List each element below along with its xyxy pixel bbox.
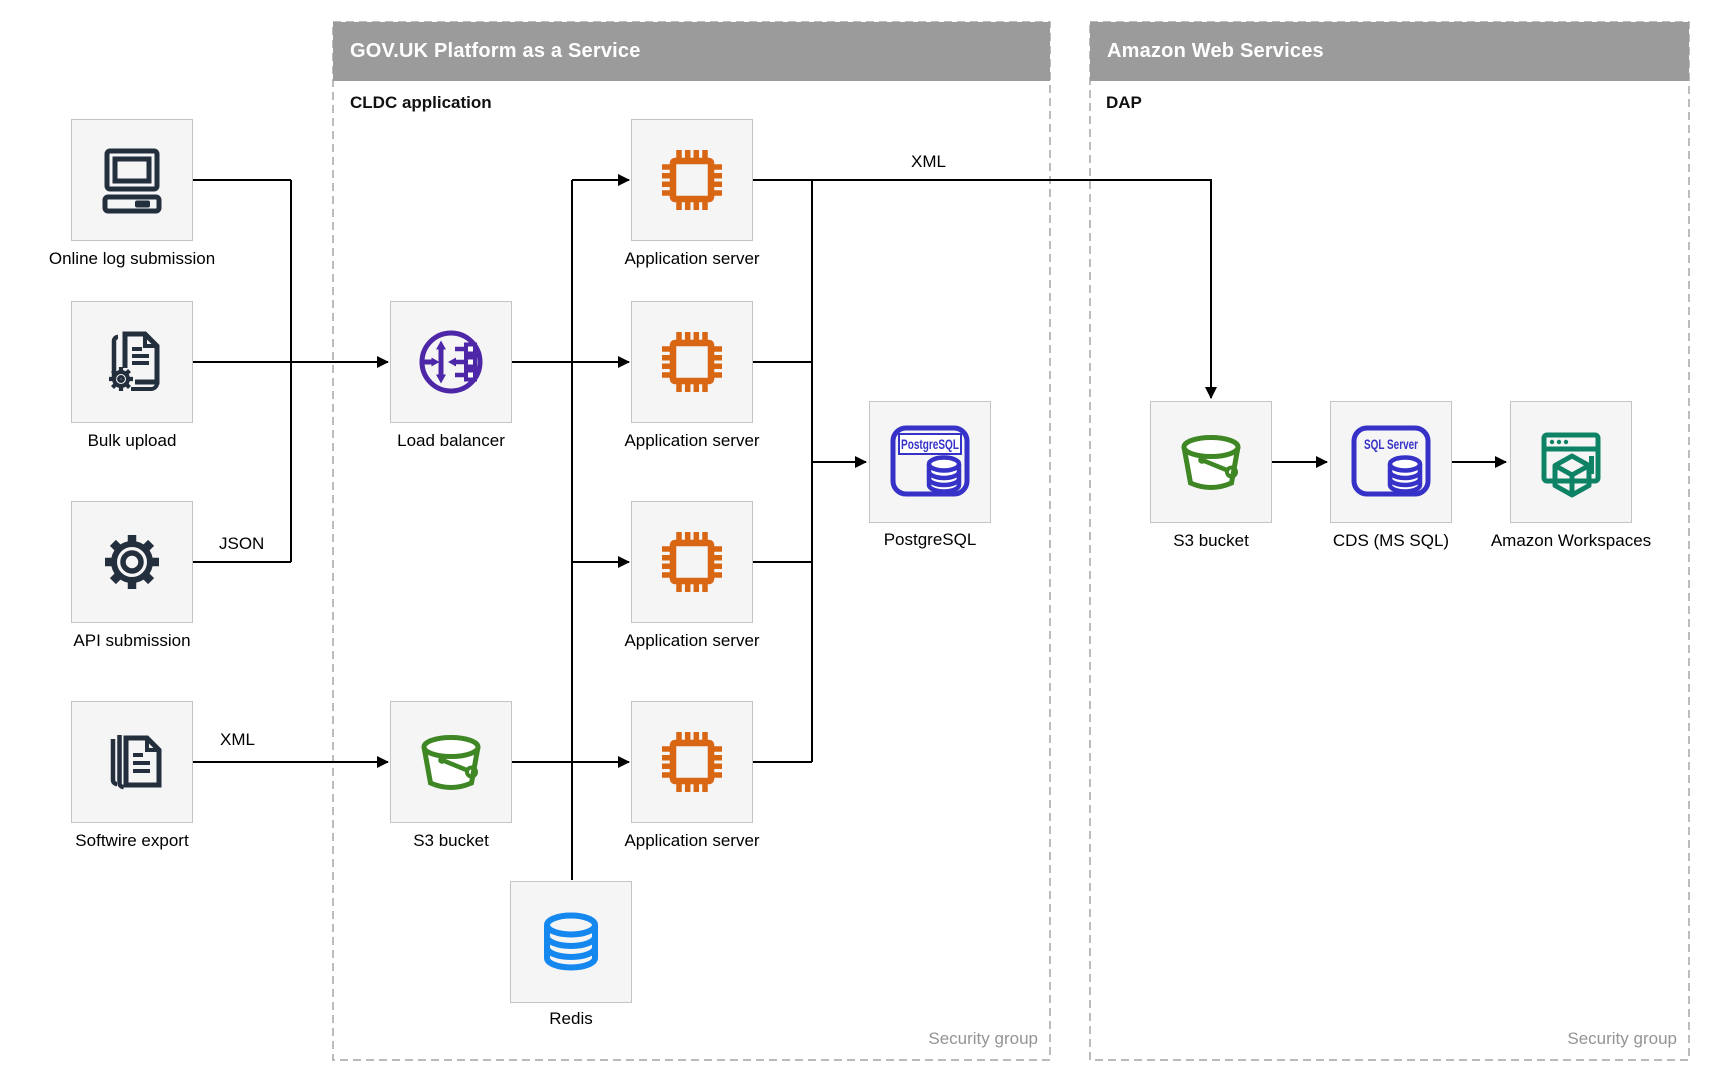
postgresql-database-icon: PostgreSQL — [890, 425, 970, 497]
node-redis — [510, 881, 632, 1003]
node-bulk-upload — [71, 301, 193, 423]
node-label: Load balancer — [397, 431, 505, 450]
node-label: Redis — [549, 1009, 593, 1028]
gear-icon — [105, 535, 159, 589]
aws-sublabel: DAP — [1106, 93, 1142, 112]
database-cylinder-icon — [544, 912, 598, 971]
workspaces-window-cube-icon — [1541, 432, 1601, 498]
node-label: Application server — [624, 831, 760, 850]
s3-bucket-icon — [1181, 435, 1241, 490]
node-load-balancer — [390, 301, 512, 423]
node-label: S3 bucket — [413, 831, 489, 850]
node-cds-ms-sql: SQL Server — [1330, 401, 1452, 523]
node-postgresql: PostgreSQL — [869, 401, 991, 523]
aws-container-header: Amazon Web Services — [1090, 22, 1689, 81]
edge-label-xml-export: XML — [220, 730, 255, 749]
load-balancer-icon — [419, 330, 483, 394]
processor-chip-icon — [662, 732, 722, 792]
node-label: Amazon Workspaces — [1490, 531, 1652, 550]
node-application-server-3 — [631, 501, 753, 623]
aws-container-title: Amazon Web Services — [1107, 40, 1324, 62]
aws-security-group-label: Security group — [1567, 1029, 1677, 1048]
node-label: PostgreSQL — [883, 530, 977, 549]
node-amazon-workspaces — [1510, 401, 1632, 523]
node-label: Bulk upload — [87, 431, 177, 450]
node-label: Softwire export — [75, 831, 189, 850]
node-label: S3 bucket — [1173, 531, 1249, 550]
document-gear-icon — [109, 331, 160, 391]
node-s3-bucket-aws — [1150, 401, 1272, 523]
node-label: Online log submission — [48, 249, 216, 268]
edge-app-servers-collector — [753, 180, 813, 763]
processor-chip-icon — [662, 150, 722, 210]
node-label: Application server — [624, 249, 760, 268]
processor-chip-icon — [662, 332, 722, 392]
paas-container-header: GOV.UK Platform as a Service — [333, 22, 1050, 81]
paas-sublabel: CLDC application — [350, 93, 492, 112]
edge-xml-feed-to-aws-s3 — [753, 179, 1217, 399]
paas-security-group-label: Security group — [928, 1029, 1038, 1048]
node-softwire-export — [71, 701, 193, 823]
svg-text:SQL Server: SQL Server — [1364, 436, 1418, 452]
node-label: API submission — [73, 631, 191, 650]
node-application-server-1 — [631, 119, 753, 241]
document-stack-icon — [110, 735, 162, 790]
node-application-server-2 — [631, 301, 753, 423]
node-label: CDS (MS SQL) — [1332, 531, 1450, 550]
edge-label-json: JSON — [219, 534, 265, 553]
edge-online-log-merge — [193, 179, 292, 562]
node-label: Application server — [624, 631, 760, 650]
node-label: Application server — [624, 431, 760, 450]
node-online-log-submission — [71, 119, 193, 241]
sql-server-database-icon: SQL Server — [1351, 425, 1431, 497]
node-application-server-4 — [631, 701, 753, 823]
node-s3-bucket-paas — [390, 701, 512, 823]
svg-text:PostgreSQL: PostgreSQL — [901, 436, 959, 452]
edge-label-xml-feed: XML — [911, 152, 946, 171]
s3-bucket-icon — [421, 735, 481, 790]
desktop-computer-icon — [102, 148, 162, 214]
processor-chip-icon — [662, 532, 722, 592]
node-api-submission — [71, 501, 193, 623]
paas-container-title: GOV.UK Platform as a Service — [350, 40, 641, 62]
